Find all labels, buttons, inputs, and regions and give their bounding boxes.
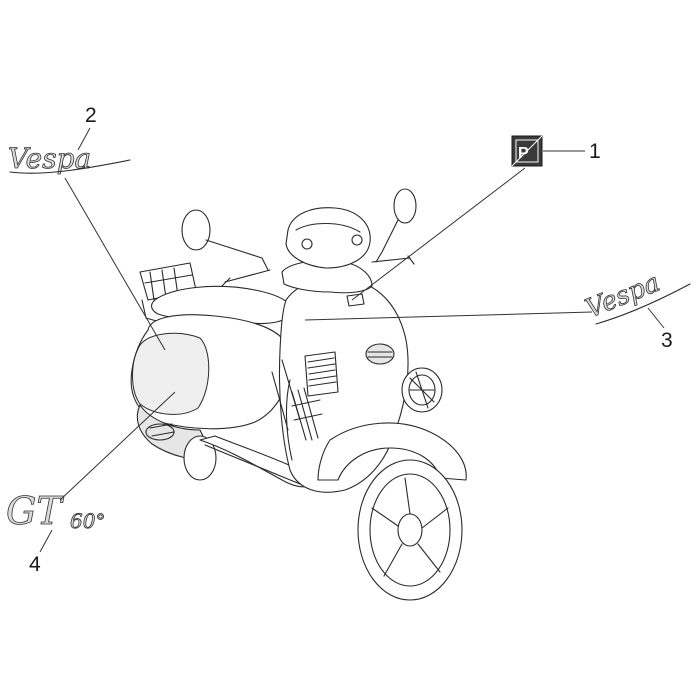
callout-4: 4: [29, 553, 41, 576]
horn-grille: [365, 343, 395, 365]
parking-glyph: P: [518, 145, 529, 162]
vespa-logo-right-text: Vespa: [581, 268, 664, 325]
leader-2-to-body: [64, 177, 166, 351]
leader-1-to-body: [351, 167, 526, 301]
callout-1: 1: [589, 140, 601, 163]
scooter-illustration: [130, 188, 467, 601]
parking-badge-decal: P: [511, 135, 543, 167]
side-vents: [304, 351, 339, 397]
vespa-logo-right-decal: Vespa: [581, 267, 691, 325]
gt-badge-text: GT: [6, 489, 64, 533]
callout-3: 3: [661, 329, 673, 352]
vespa-logo-left-text: Vespa: [8, 142, 91, 175]
leader-4-to-body: [59, 391, 176, 501]
headlight: [401, 367, 443, 413]
side-cowl: [132, 332, 210, 415]
front-mudguard: [317, 422, 467, 481]
callout-numbers: 1 2 3 4: [29, 104, 673, 576]
gt-badge-subtext: 60°: [70, 509, 105, 533]
mirror-left: [181, 209, 269, 271]
leader-3-to-body: [304, 311, 593, 321]
leader-4: [39, 529, 53, 553]
gt60-badge-decal: GT 60°: [6, 489, 106, 534]
callout-2: 2: [85, 104, 97, 127]
vespa-logo-left-decal: Vespa: [8, 142, 131, 175]
front-wheel: [357, 459, 463, 601]
handlebar-cover: [285, 207, 371, 269]
rear-wheel: [183, 435, 217, 481]
seat: [151, 285, 293, 325]
leader-3: [647, 307, 665, 329]
mirror-right: [375, 188, 417, 263]
leader-lines: [39, 127, 665, 553]
handlebar: [224, 257, 411, 283]
leader-2: [77, 127, 91, 151]
